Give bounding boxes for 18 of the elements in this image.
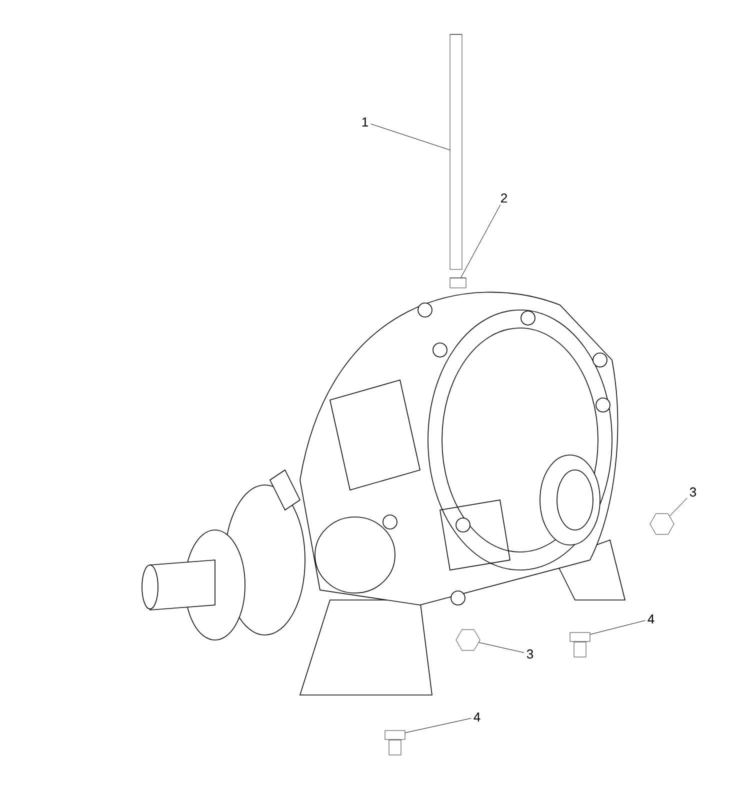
collar-part xyxy=(450,278,466,288)
leader-line xyxy=(460,204,501,278)
nut-part xyxy=(650,513,674,535)
callout-number: 2 xyxy=(501,193,507,203)
leader-line xyxy=(404,718,472,734)
leader-line xyxy=(590,620,646,635)
callout-number: 4 xyxy=(474,712,480,722)
leader-line xyxy=(478,642,524,653)
leader-line xyxy=(669,498,688,516)
callout-number: 4 xyxy=(648,614,654,624)
bolt-part xyxy=(570,632,590,658)
callout-number: 1 xyxy=(362,118,368,126)
bolt-part xyxy=(384,730,406,756)
leader-line xyxy=(370,124,450,150)
callout-number: 3 xyxy=(690,487,696,497)
nut-part xyxy=(456,629,480,651)
callout-number: 3 xyxy=(526,649,534,659)
rod-part xyxy=(450,34,462,270)
